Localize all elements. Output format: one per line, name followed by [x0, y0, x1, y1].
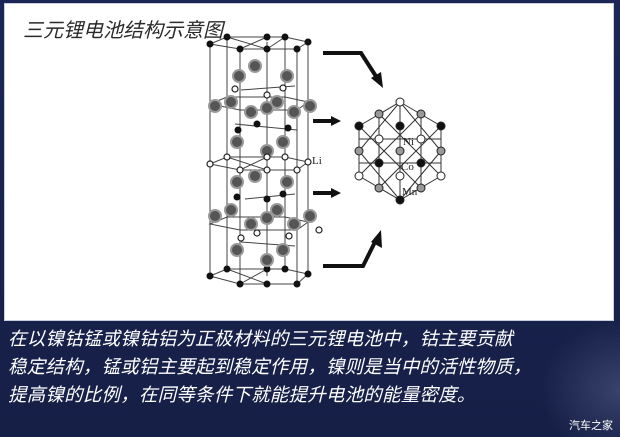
- crystal-structure-diagram: Li: [206, 33, 446, 288]
- caption: 在以镍钴锰或镍钴铝为正极材料的三元锂电池中，钴主要贡献 稳定结构，锰或铝主要起到…: [8, 326, 608, 410]
- decorative-glow: [540, 320, 620, 437]
- diagram-title: 三元锂电池结构示意图: [23, 18, 223, 42]
- mn-label: Mn: [402, 186, 418, 198]
- ncm-atoms: [354, 97, 446, 205]
- co-label: Co: [401, 161, 414, 173]
- arrows: [313, 51, 383, 268]
- caption-line-3: 提高镍的比例，在同等条件下就能提升电池的能量密度。: [8, 385, 476, 406]
- caption-line-1: 在以镍钴锰或镍钴铝为正极材料的三元锂电池中，钴主要贡献: [8, 329, 513, 350]
- li-label: Li: [312, 155, 322, 167]
- watermark: 汽车之家: [569, 419, 613, 432]
- diagram-panel: 三元锂电池结构示意图: [4, 3, 614, 321]
- ni-label: Ni: [403, 136, 414, 148]
- crystal-atoms: Li: [206, 33, 323, 288]
- caption-line-2: 稳定结构，锰或铝主要起到稳定作用，镍则是当中的活性物质，: [8, 357, 532, 378]
